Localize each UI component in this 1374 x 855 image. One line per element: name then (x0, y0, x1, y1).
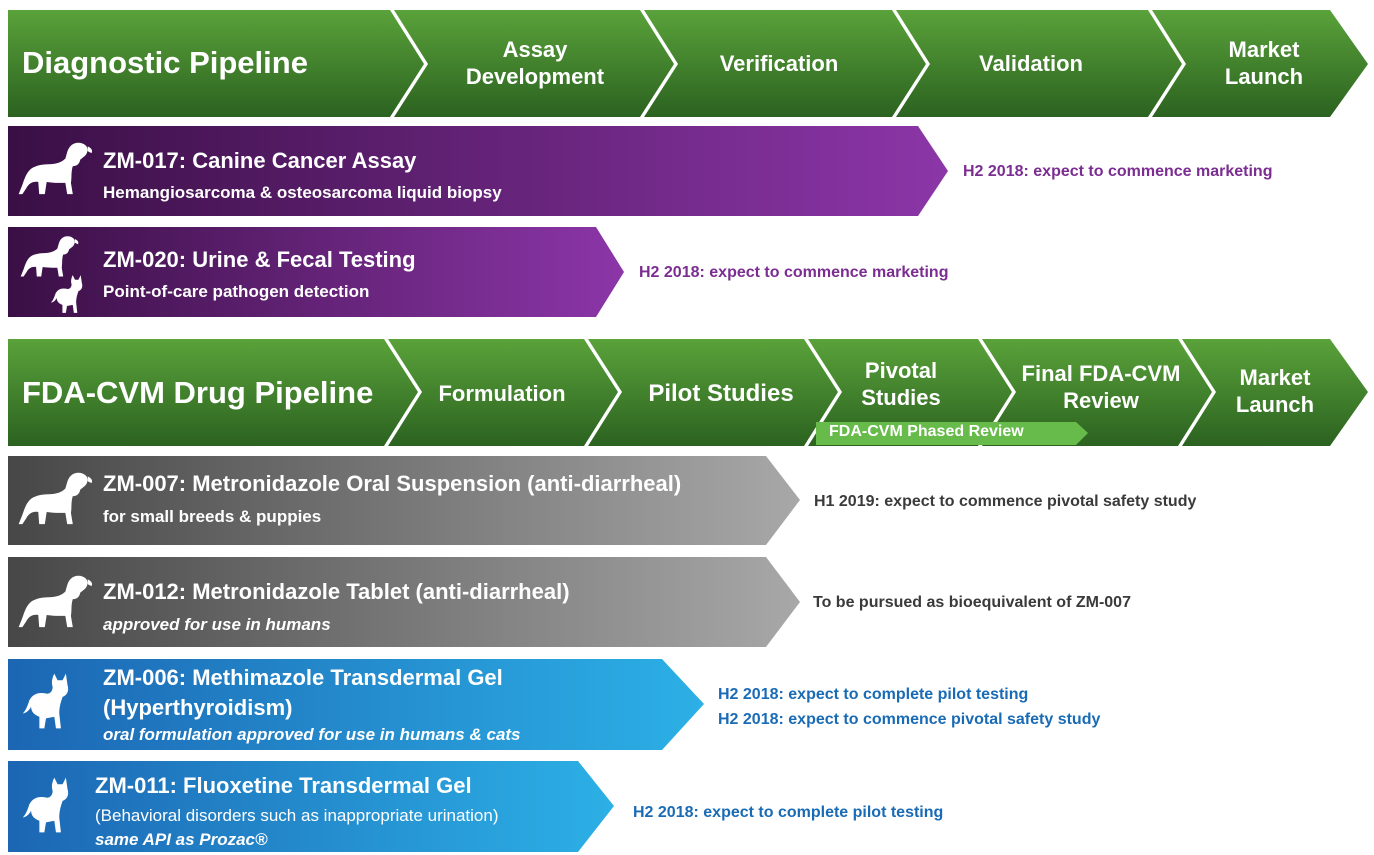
diagnostic-title-chevron (8, 10, 424, 117)
zm017-title: ZM-017: Canine Cancer Assay (103, 148, 417, 173)
drug-stage-bar (8, 339, 1368, 446)
zm006-title-line2: (Hyperthyroidism) (103, 695, 293, 720)
stage-label-verification: Verification (719, 51, 839, 76)
zm006-progress-arrow (8, 659, 704, 750)
zm011-status: H2 2018: expect to complete pilot testin… (633, 804, 944, 821)
zm007-status: H1 2019: expect to commence pivotal safe… (814, 493, 1197, 510)
phased-review-pill (816, 422, 1088, 445)
stage-label-drug-market-launch: Market Launch (1235, 365, 1315, 417)
zm006-status-2: H2 2018: expect to commence pivotal safe… (718, 711, 1101, 728)
zm011-progress-arrow (8, 761, 614, 852)
drug-pipeline-title: FDA-CVM Drug Pipeline (22, 375, 374, 410)
stage-chevron-pilot-studies (588, 339, 838, 446)
stage-label-market-launch: Market Launch (1224, 37, 1304, 89)
zm007-subtitle: for small breeds & puppies (103, 507, 322, 526)
zm007-progress-arrow (8, 456, 800, 545)
zm012-subtitle: approved for use in humans (103, 615, 331, 634)
drug-title-chevron (8, 339, 418, 446)
stage-chevron-formulation (388, 339, 618, 446)
zm011-subtitle: same API as Prozac® (95, 830, 268, 849)
stage-label-validation: Validation (979, 51, 1083, 76)
zm020-title: ZM-020: Urine & Fecal Testing (103, 247, 416, 272)
zm020-subtitle: Point-of-care pathogen detection (103, 282, 370, 301)
stage-chevron-assay-development (394, 10, 674, 117)
zm012-status: To be pursued as bioequivalent of ZM-007 (813, 594, 1131, 611)
zm006-status-1: H2 2018: expect to complete pilot testin… (718, 686, 1029, 703)
stage-chevron-final-review (982, 339, 1212, 446)
zm007-title: ZM-007: Metronidazole Oral Suspension (a… (103, 471, 682, 496)
zm017-status: H2 2018: expect to commence marketing (963, 163, 1273, 180)
zm006-subtitle: oral formulation approved for use in hum… (103, 725, 521, 744)
stage-chevron-market-launch (1152, 10, 1368, 117)
zm011-title-line2: (Behavioral disorders such as inappropri… (95, 806, 499, 825)
stage-label-formulation: Formulation (438, 381, 566, 406)
stage-label-pilot-studies: Pilot Studies (648, 380, 794, 407)
zm012-progress-arrow (8, 557, 800, 647)
stage-label-assay-development: Assay Development (465, 37, 605, 89)
zm006-title: ZM-006: Methimazole Transdermal Gel (103, 665, 503, 690)
zm020-progress-arrow (8, 227, 624, 317)
stage-label-final-review: Final FDA-CVM Review (1021, 361, 1181, 413)
stage-chevron-pivotal-studies (808, 339, 1012, 446)
stage-chevron-verification (644, 10, 926, 117)
stage-chevron-validation (896, 10, 1182, 117)
zm011-title: ZM-011: Fluoxetine Transdermal Gel (95, 773, 472, 798)
diagnostic-pipeline-title: Diagnostic Pipeline (22, 45, 308, 80)
zm017-subtitle: Hemangiosarcoma & osteosarcoma liquid bi… (103, 183, 502, 202)
stage-chevron-drug-market-launch (1182, 339, 1368, 446)
diagnostic-stage-bar (8, 10, 1368, 117)
phased-review-label: FDA-CVM Phased Review (829, 423, 1024, 440)
zm012-title: ZM-012: Metronidazole Tablet (anti-diarr… (103, 579, 570, 604)
stage-label-pivotal-studies: Pivotal Studies (861, 358, 941, 410)
zm020-status: H2 2018: expect to commence marketing (639, 264, 949, 281)
zm017-progress-arrow (8, 126, 948, 216)
